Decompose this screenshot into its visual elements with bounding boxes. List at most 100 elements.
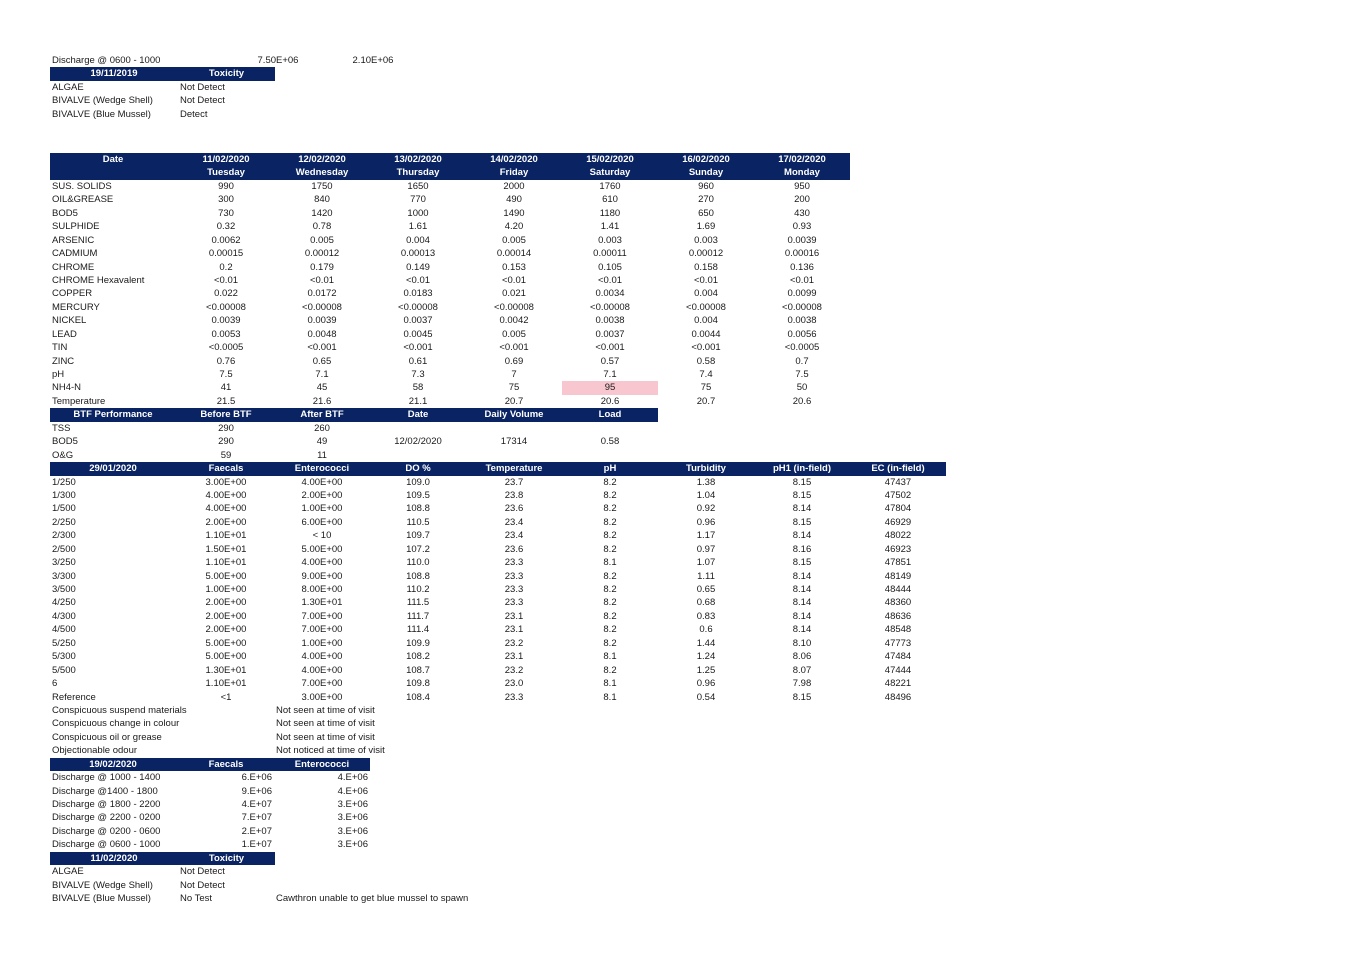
site-value-cell: 4.00E+00 [205,503,247,515]
main-value-cell: 1420 [311,207,333,219]
main-value-cell: 20.7 [696,395,716,407]
main-value-cell: 1180 [599,207,621,219]
site-label: 4/250 [52,597,76,609]
main-value-cell: 0.58 [696,355,716,367]
btf-value-cell: 290 [218,436,234,448]
site-value-cell: 1.38 [696,476,716,488]
btf-value-cell: 11 [317,449,327,461]
site-value-cell: 8.2 [603,570,617,582]
site-value-cell: 23.0 [504,678,524,690]
site-value-cell: 23.4 [504,516,524,528]
observation-label: Conspicuous change in colour [52,718,180,730]
site-value-cell: 109.9 [406,637,430,649]
main-header-cell: 16/02/2020 [658,153,754,167]
site-value-cell: 7.00E+00 [301,624,343,636]
observation-value: Not noticed at time of visit [276,745,385,757]
site-value-cell: 111.4 [406,624,430,636]
main-value-cell: 0.00016 [784,248,820,260]
main-day-cell: Monday [754,166,850,180]
site-value-cell: 48636 [884,610,912,622]
discharge-value-1: 7.50E+06 [257,55,299,66]
btf-value-cell: 290 [218,422,234,434]
main-value-cell: 7.5 [219,369,233,380]
main-value-cell: 0.105 [598,261,622,273]
site-value-cell: 48496 [884,691,912,703]
site-value-cell: 4.00E+00 [301,476,343,488]
parameter-label: SUS. SOLIDS [52,180,112,192]
btf-header-cell: Before BTF [178,408,274,422]
sites-header-cell: pH1 (in-field) [754,462,850,476]
main-value-cell: 0.004 [406,234,430,246]
toxicity-value: Not Detect [180,95,225,107]
site-value-cell: 108.2 [406,651,430,663]
main-value-cell: 0.0045 [403,328,433,340]
site-value-cell: 23.1 [504,624,524,636]
site-value-cell: < 10 [312,530,332,542]
top-toxicity-title: Toxicity [178,67,275,81]
main-value-cell: <0.001 [595,342,625,354]
btf-value-cell [466,449,562,462]
faecals-value: 4.E+07 [241,799,272,810]
site-value-cell: 110.0 [406,557,430,569]
site-value-cell: 48360 [884,597,912,609]
main-header-cell: 15/02/2020 [562,153,658,167]
site-value-cell: 8.14 [792,503,812,515]
site-value-cell: 23.3 [504,597,524,609]
main-value-cell: <0.001 [403,342,433,354]
main-value-cell: 0.0183 [403,288,433,300]
parameter-label: LEAD [52,328,77,340]
main-value-cell: 0.004 [694,288,718,300]
main-value-cell: 58 [412,382,424,394]
main-value-cell: 0.0044 [691,328,721,340]
btf-value-cell: 12/02/2020 [394,436,442,448]
main-value-cell: 0.158 [694,261,718,273]
enterococci-value: 3.E+06 [337,812,368,824]
top-discharge-row: Discharge @ 0600 - 1000 7.50E+06 2.10E+0… [50,54,393,67]
main-value-cell: <0.00008 [590,301,630,313]
main-day-cell: Wednesday [274,166,370,180]
site-value-cell: 8.15 [792,489,812,501]
main-value-cell: <0.00008 [398,301,438,313]
site-value-cell: 48444 [884,584,912,595]
main-value-cell: 7.4 [699,369,713,380]
main-value-cell: 4.20 [504,221,524,233]
site-label: 2/300 [52,530,76,542]
main-value-cell: <0.01 [213,274,239,286]
enterococci-value: 3.E+06 [337,825,368,837]
main-value-cell: 840 [314,194,330,206]
site-value-cell: 8.2 [603,489,617,501]
discharge-label: Discharge @ 2200 - 0200 [52,812,161,824]
parameter-label: OIL&GREASE [52,194,114,206]
site-value-cell: 107.2 [406,543,430,555]
site-value-cell: 1.10E+01 [205,557,247,569]
sites-header-cell: Faecals [178,462,274,476]
site-value-cell: 8.2 [603,624,617,636]
site-value-cell: 1.50E+01 [205,543,247,555]
site-label: 1/250 [52,476,76,488]
site-value-cell: 5.00E+00 [205,570,247,582]
discharge-header-cell: 19/02/2020 [65,757,161,772]
main-value-cell: 430 [794,207,810,219]
main-value-cell: 0.003 [694,234,718,246]
main-value-cell: 41 [220,382,232,394]
btf-header-cell: After BTF [274,408,370,422]
toxicity-row: BIVALVE (Wedge Shell)Not Detect [50,879,950,892]
site-label: 6 [52,678,58,690]
site-value-cell: 108.4 [406,691,430,703]
top-toxicity-header: 19/11/2019 Toxicity [50,67,380,81]
